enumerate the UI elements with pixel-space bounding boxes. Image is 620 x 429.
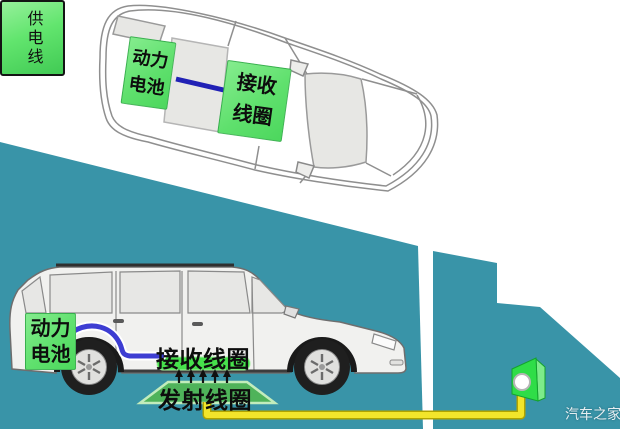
five-up-arrows-icon xyxy=(175,369,231,383)
rear-door-window xyxy=(49,271,113,314)
watermark: 汽车之家 xyxy=(565,406,620,422)
top-car-inner-line xyxy=(104,9,433,187)
top-coil-label-line2: 线圈 xyxy=(231,102,274,130)
fog-light xyxy=(389,359,404,366)
supply-line-label: 供电线 xyxy=(24,9,42,67)
side-view-car xyxy=(9,263,407,395)
top-car-apillar-3 xyxy=(361,78,418,95)
battery-wire xyxy=(69,323,165,359)
battery-coil-connector-line xyxy=(175,76,229,94)
power-outlet-icon xyxy=(511,357,546,402)
top-car-mirror-right xyxy=(295,161,316,180)
top-car-apillar-4 xyxy=(365,162,392,177)
side-mirror xyxy=(283,305,300,319)
transmitter-coil-label: 发射线圈 xyxy=(158,387,252,413)
headlight xyxy=(371,333,397,351)
top-car-pillar-line-2 xyxy=(254,145,260,170)
front-wheel xyxy=(294,339,350,395)
ground-panel-right xyxy=(433,251,620,429)
top-car-hood-line xyxy=(392,94,427,176)
top-view-receiver-coil-box: 接收 线圈 xyxy=(217,59,292,143)
top-car-windshield xyxy=(304,72,368,169)
mid-door-window xyxy=(119,270,181,314)
side-car-windows xyxy=(21,270,289,314)
receiver-coil-label: 接收线圈 xyxy=(156,346,250,372)
side-view-battery-box: 动力 电池 xyxy=(25,313,76,370)
top-view-battery-box: 动力 电池 xyxy=(120,36,177,110)
top-car-mirror-left xyxy=(289,59,310,78)
side-battery-label-line1: 动力 xyxy=(30,317,71,340)
top-battery-label-line2: 电池 xyxy=(127,73,166,99)
supply-wire xyxy=(204,383,524,418)
front-door-window xyxy=(187,270,251,314)
top-car-pillar-line-1 xyxy=(227,20,237,47)
door-handle-front xyxy=(192,322,203,326)
supply-line-box: 供电线 xyxy=(0,0,65,76)
side-battery-label-line2: 电池 xyxy=(30,343,71,366)
door-handle-rear xyxy=(113,319,124,323)
transmitter-coil-pad xyxy=(136,380,279,405)
